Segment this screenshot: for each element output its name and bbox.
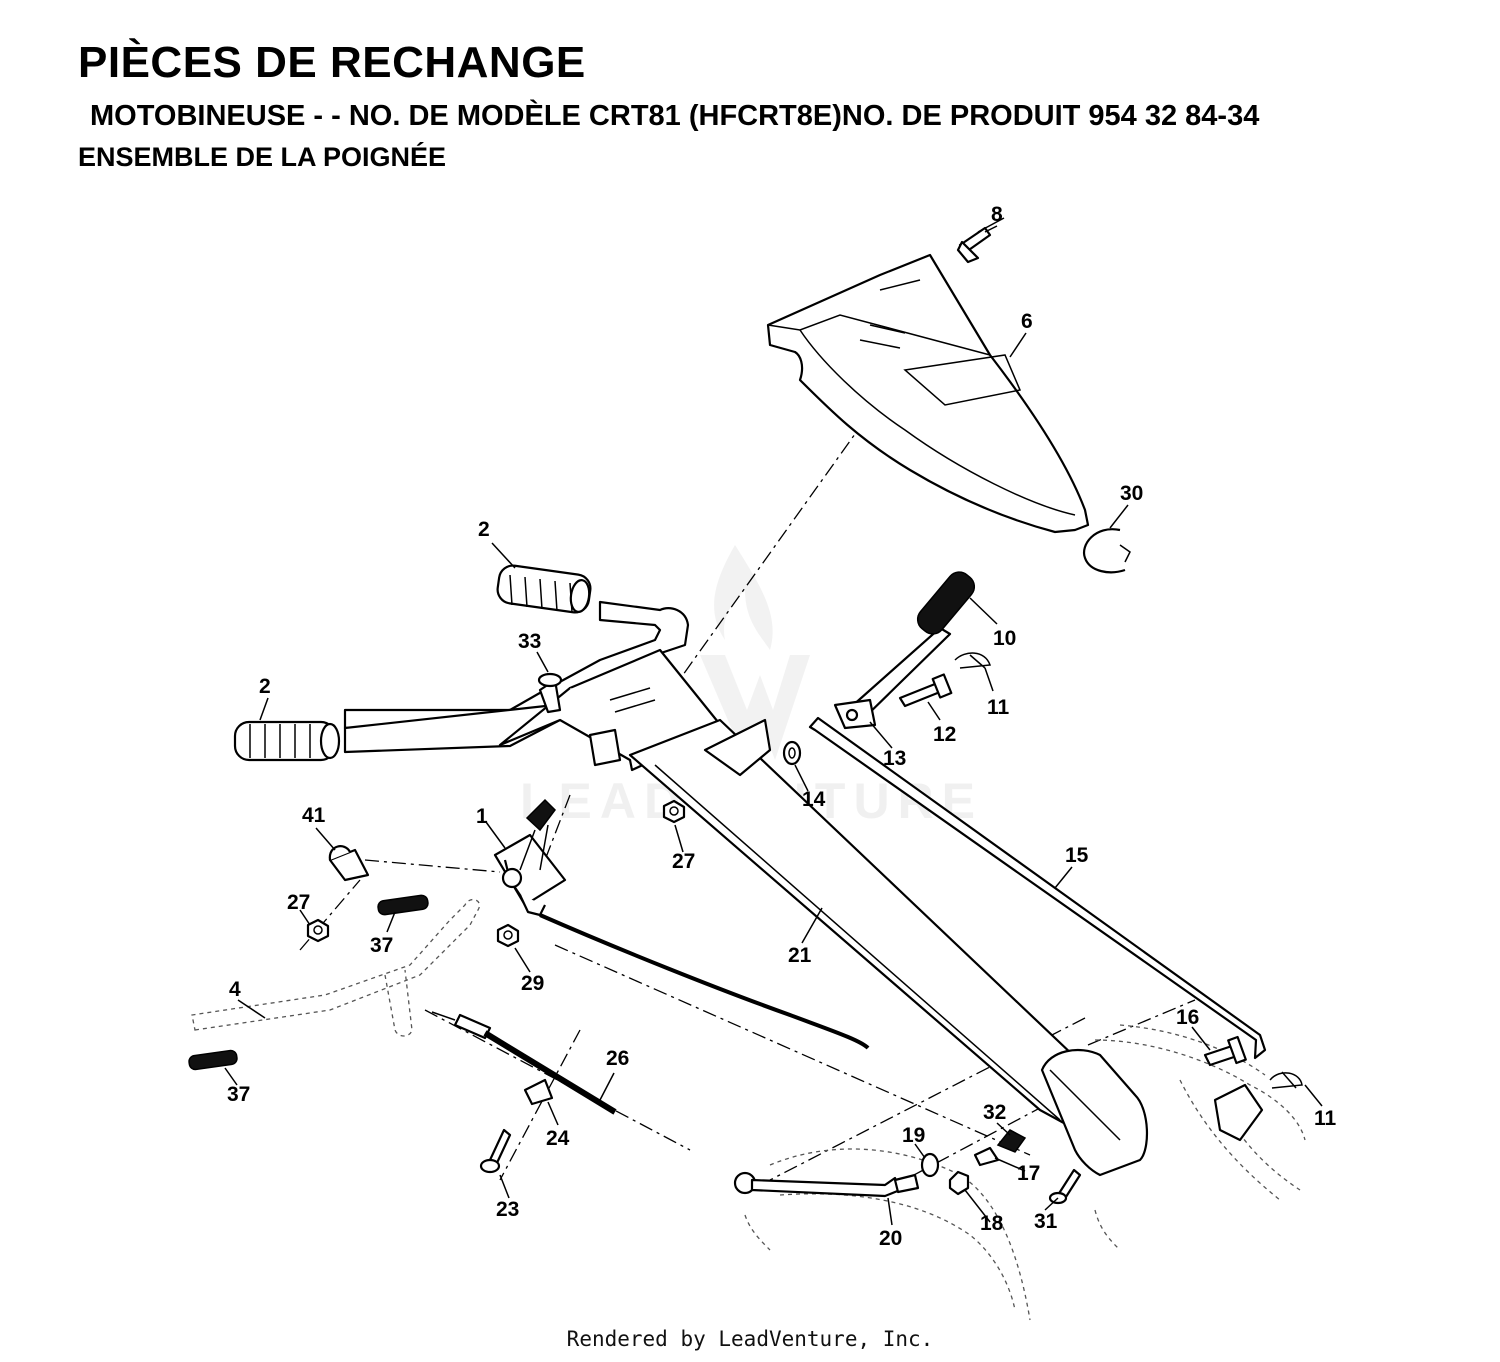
callout-11-upper: 11: [987, 696, 1010, 719]
grip-cover-37-lower: [188, 1049, 238, 1071]
handlebar: [343, 600, 690, 754]
callout-41: 41: [302, 804, 326, 827]
shift-lever: [833, 571, 976, 730]
callout-13: 13: [883, 747, 906, 770]
callout-24: 24: [546, 1127, 570, 1150]
callout-21: 21: [788, 944, 812, 967]
leader-lines: [224, 225, 1323, 1226]
nut-27-left: [306, 918, 330, 943]
callout-37-lower: 37: [227, 1083, 250, 1106]
bolt-12: [898, 673, 953, 708]
handle-grip-upper: [496, 564, 592, 614]
callout-2-lower: 2: [259, 675, 271, 698]
callout-14: 14: [802, 788, 826, 811]
cable-clip-24: [523, 1078, 554, 1106]
callout-4: 4: [229, 978, 241, 1001]
callout-37-upper: 37: [370, 934, 393, 957]
page-title: PIÈCES DE RECHANGE: [78, 38, 586, 87]
shift-rod: [808, 716, 1267, 1060]
callout-30: 30: [1120, 482, 1143, 505]
bushing-14: [782, 740, 802, 766]
control-bracket-1: [493, 798, 567, 917]
hairpin-clip-lower: [1213, 1071, 1303, 1142]
callout-27-left: 27: [287, 891, 310, 914]
handle-tube: [628, 718, 1149, 1177]
callout-32: 32: [983, 1101, 1006, 1124]
model-subtitle: MOTOBINEUSE - - NO. DE MODÈLE CRT81 (HFC…: [90, 100, 1260, 132]
callout-16: 16: [1176, 1006, 1199, 1029]
lower-handle-4: [191, 898, 481, 1037]
callout-17: 17: [1017, 1162, 1040, 1185]
callout-10: 10: [993, 627, 1016, 650]
callout-18: 18: [980, 1212, 1004, 1235]
spring-washer-32: [996, 1129, 1027, 1153]
cable-clamp-41: [328, 845, 370, 882]
callout-12: 12: [933, 723, 956, 746]
snap-ring-30: [1082, 528, 1131, 574]
callout-23: 23: [496, 1198, 519, 1221]
grip-cover-37-upper: [377, 894, 429, 916]
callout-20: 20: [879, 1227, 902, 1250]
footer-credit: Rendered by LeadVenture, Inc.: [566, 1327, 934, 1351]
handle-shield: [766, 253, 1090, 534]
assembly-title: ENSEMBLE DE LA POIGNÉE: [78, 142, 447, 172]
callout-15: 15: [1065, 844, 1089, 867]
callout-labels: 8 6 30 2 10 33 2 11 12 13 14 41 1 27 15 …: [227, 203, 1337, 1250]
bolt-16: [1203, 1035, 1247, 1067]
hairpin-clip-upper: [954, 652, 992, 669]
callout-29: 29: [521, 972, 544, 995]
screw-8: [956, 217, 1005, 264]
callout-11-lower: 11: [1314, 1107, 1337, 1130]
throttle-cable-26: [431, 913, 870, 1115]
nut-27-right: [662, 799, 686, 824]
handle-grip-lower: [233, 720, 341, 762]
washer-19: [920, 1152, 940, 1178]
callout-33: 33: [518, 630, 541, 653]
nut-29: [496, 923, 520, 948]
callout-8: 8: [991, 203, 1003, 226]
callout-26: 26: [606, 1047, 629, 1070]
callout-1: 1: [476, 805, 488, 828]
bolt-33: [537, 672, 563, 714]
callout-19: 19: [902, 1124, 925, 1147]
screw-23: [479, 1128, 512, 1174]
callout-31: 31: [1034, 1210, 1058, 1233]
callout-6: 6: [1021, 310, 1033, 333]
callout-2-upper: 2: [478, 518, 490, 541]
spacer-17: [973, 1146, 1000, 1167]
nut-18: [948, 1170, 970, 1196]
gearshift-lever-20: [733, 1171, 920, 1198]
callout-27-right: 27: [672, 850, 695, 873]
bolt-31: [1048, 1168, 1082, 1205]
